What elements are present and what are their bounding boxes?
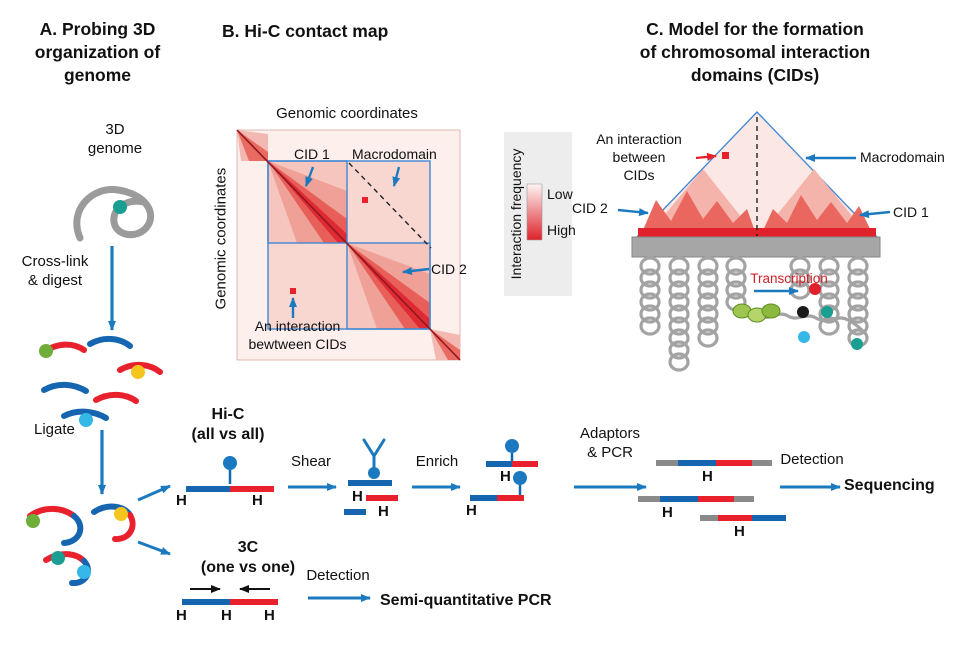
panel-b-title: B. Hi-C contact map <box>222 21 389 41</box>
rna-polymerase-complex <box>732 303 781 323</box>
crosslink-digest-label: Cross-link & digest <box>21 253 89 290</box>
shear-label: Shear <box>290 453 332 470</box>
panel-a-title: A. Probing 3D organization of genome <box>34 19 161 85</box>
cid2-pointer-arrow <box>402 266 430 275</box>
green-dot <box>26 514 40 528</box>
chromosome-axis-bar <box>631 236 881 258</box>
genome-loop <box>73 186 155 242</box>
supercoil-loops <box>639 256 869 372</box>
cyan-dot <box>798 331 810 343</box>
sequencing-label: Sequencing <box>844 477 935 494</box>
biotin-circle <box>505 439 519 453</box>
h-site-label: H <box>221 607 232 624</box>
intercid-interaction-dot <box>362 197 368 203</box>
h-site-label: H <box>734 523 745 540</box>
ligate-label: Ligate <box>34 421 75 438</box>
yellow-dot <box>114 507 128 521</box>
plectoneme-coil <box>725 256 747 312</box>
digested-fragments <box>41 336 163 421</box>
h-site-label: H <box>662 504 673 521</box>
h-site-label: H <box>176 492 187 509</box>
map-x-axis-label: Genomic coordinates <box>276 105 418 122</box>
h-site-label: H <box>702 468 713 485</box>
biotin-circle <box>223 456 237 470</box>
hic-branch-label: Hi-C (all vs all) <box>191 406 265 444</box>
interaction-frequency-colorbar <box>504 132 572 296</box>
colorbar-label: Interaction frequency <box>508 148 525 280</box>
biotin-circle <box>368 467 380 479</box>
cid2-outline <box>346 242 431 330</box>
model-macrodomain-label: Macrodomain <box>860 149 945 165</box>
enriched-fragments <box>470 439 538 501</box>
map-cid1-label: CID 1 <box>294 146 330 162</box>
transcription-label: Transcription <box>750 271 828 286</box>
ligated-fragment-dots <box>26 507 128 579</box>
intercid-block-upper <box>347 161 430 243</box>
plectoneme-coil <box>847 256 869 348</box>
model-interaction-label: An interaction between CIDs <box>596 131 682 183</box>
map-interaction-label: An interaction bewtween CIDs <box>248 318 347 352</box>
genome-anchor-dot <box>113 200 127 214</box>
model-protein-dots <box>797 283 863 350</box>
map-macrodomain-label: Macrodomain <box>352 146 437 162</box>
green-dot <box>39 344 53 358</box>
panel-c-title: C. Model for the formation of chromosoma… <box>639 19 871 85</box>
model-cid1-label: CID 1 <box>893 204 929 220</box>
hic-fragment-initial <box>186 456 274 492</box>
sheared-fragments <box>344 438 398 515</box>
plectoneme-coil <box>639 256 661 336</box>
intercid-interaction-dot <box>290 288 296 294</box>
hic-contact-map <box>236 129 461 361</box>
colorbar-gradient <box>526 183 543 241</box>
red-dot <box>809 283 821 295</box>
model-interaction-dot <box>722 152 729 159</box>
colorbar-high-label: High <box>547 222 576 238</box>
intercid-block-lower <box>268 243 347 329</box>
threec-branch-label: 3C (one vs one) <box>200 539 296 577</box>
h-site-label: H <box>264 607 275 624</box>
teal-dot <box>821 306 833 318</box>
cyan-dot <box>77 565 91 579</box>
cyan-dot <box>79 413 93 427</box>
adaptors-pcr-label: Adaptors & PCR <box>579 425 641 462</box>
map-y-axis-label: Genomic coordinates <box>212 167 230 310</box>
detection-label-hic: Detection <box>780 451 844 468</box>
threec-fragment <box>182 585 278 605</box>
biotin-circle <box>513 471 527 485</box>
semiquant-pcr-label: Semi-quantitative PCR <box>380 592 552 609</box>
teal-dot <box>51 551 65 565</box>
model-cid1-arrow <box>859 210 891 219</box>
h-site-label: H <box>466 502 477 519</box>
h-site-label: H <box>176 607 187 624</box>
genome-label: 3D genome <box>87 121 143 158</box>
h-site-label: H <box>352 488 363 505</box>
antibody-icon <box>362 438 386 470</box>
cid1-outline <box>267 160 348 244</box>
model-cid2-arrow <box>617 208 649 217</box>
enrich-label: Enrich <box>415 453 459 470</box>
h-site-label: H <box>500 468 511 485</box>
macrodomain-dashed-diagonal <box>348 162 432 249</box>
teal-dot <box>851 338 863 350</box>
cid1-pointer-arrow <box>304 166 315 187</box>
branch-arrow-hic <box>137 484 171 502</box>
model-cid2-label: CID 2 <box>572 200 608 216</box>
plectoneme-coil <box>697 256 719 348</box>
yellow-dot <box>131 365 145 379</box>
plectoneme-coil <box>668 256 690 372</box>
branch-arrow-3c <box>137 540 171 556</box>
h-site-label: H <box>378 503 389 520</box>
digested-fragment-dots <box>39 344 145 427</box>
detection-label-3c: Detection <box>306 567 370 584</box>
black-dot <box>797 306 809 318</box>
model-interaction-arrow <box>695 152 717 161</box>
adaptor-ligated-fragments <box>638 460 786 521</box>
map-cid2-label: CID 2 <box>431 261 467 277</box>
map-diagonal <box>236 129 461 361</box>
colorbar-low-label: Low <box>547 186 573 202</box>
h-site-label: H <box>252 492 263 509</box>
macrodomain-pointer-arrow <box>392 166 401 187</box>
